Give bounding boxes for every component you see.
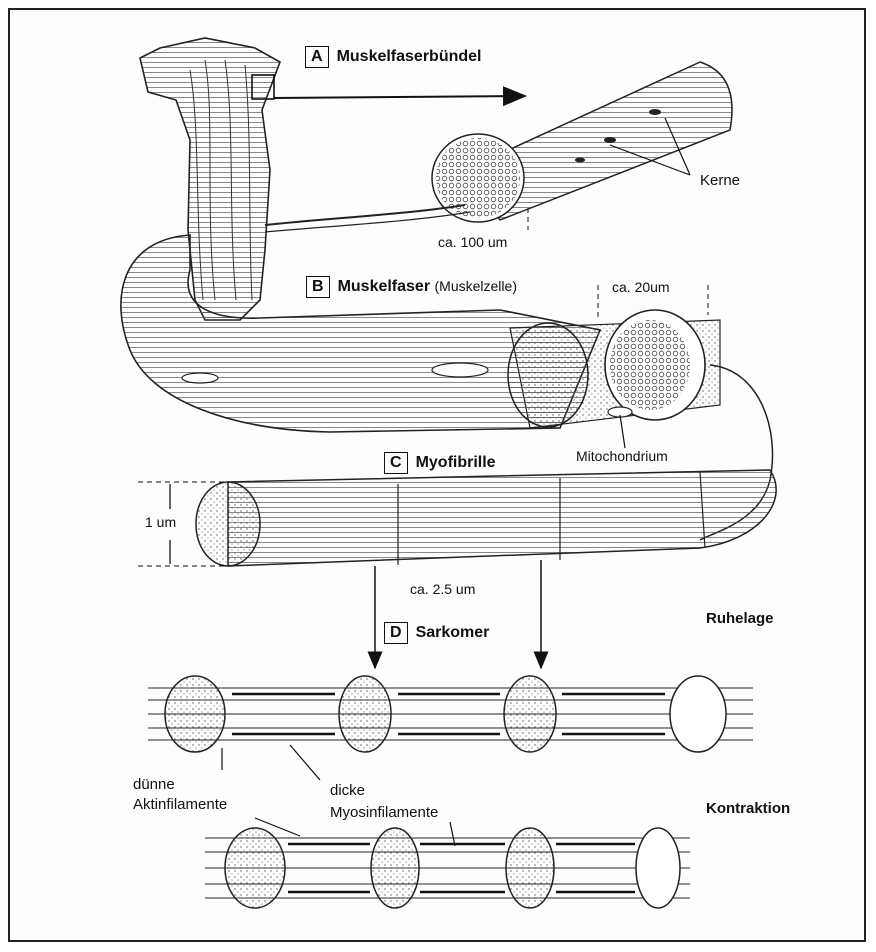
label-size-100: ca. 100 um: [438, 234, 507, 250]
label-b-title: Muskelfaser: [338, 278, 431, 295]
label-mitochondrium: Mitochondrium: [576, 448, 668, 464]
sarcomere-relaxed: [148, 676, 753, 752]
label-duenne: dünne: [133, 776, 175, 793]
label-b-subtitle: (Muskelzelle): [435, 278, 517, 294]
label-c-letter: C: [384, 452, 408, 474]
label-c: C Myofibrille: [384, 452, 496, 474]
label-b: B Muskelfaser (Muskelzelle): [306, 276, 517, 298]
label-myosinfilamente: Myosinfilamente: [330, 804, 438, 821]
label-b-letter: B: [306, 276, 330, 298]
label-ruhelage: Ruhelage: [706, 610, 774, 627]
label-aktinfilamente: Aktinfilamente: [133, 796, 227, 813]
fiber-bundle: [432, 62, 732, 230]
label-c-title: Myofibrille: [416, 454, 496, 471]
myofibril: [196, 470, 776, 566]
label-a-letter: A: [305, 46, 329, 68]
label-d-letter: D: [384, 622, 408, 644]
label-size-2-5: ca. 2.5 um: [410, 581, 475, 597]
label-kerne: Kerne: [700, 172, 740, 189]
label-a-title: Muskelfaserbündel: [337, 48, 482, 65]
label-dicke: dicke: [330, 782, 365, 799]
sarcomere-contracted: [205, 828, 690, 908]
label-kontraktion: Kontraktion: [706, 800, 790, 817]
label-a: A Muskelfaserbündel: [305, 46, 482, 68]
label-size-1: 1 um: [145, 514, 176, 530]
zoom-arrow-a: [274, 96, 525, 98]
label-d: D Sarkomer: [384, 622, 489, 644]
label-d-title: Sarkomer: [416, 624, 490, 641]
label-size-20: ca. 20um: [612, 279, 670, 295]
